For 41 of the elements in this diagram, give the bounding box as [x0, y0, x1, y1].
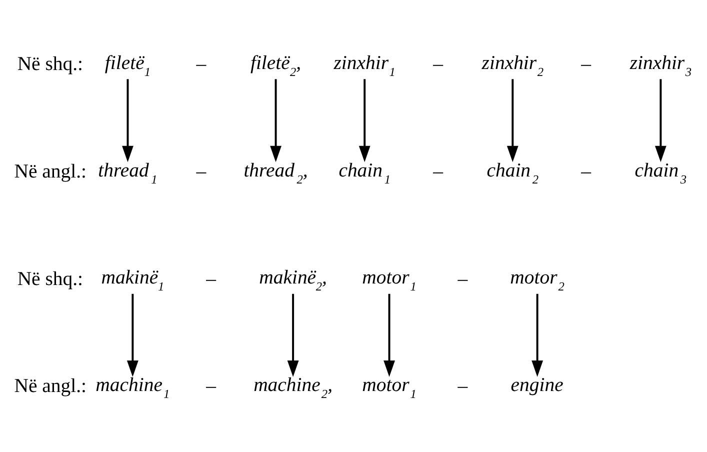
node-text: filetë$_{1}$	[104, 51, 151, 78]
node-text: thread$_{2}$,	[244, 158, 308, 186]
label: –	[196, 160, 206, 182]
node-text: makinë$_{2}$,	[259, 266, 327, 294]
arrow	[270, 78, 282, 162]
label: –	[433, 52, 443, 75]
arrow	[287, 293, 299, 376]
node-text: motor$_{2}$	[510, 266, 564, 294]
label: –	[458, 374, 468, 397]
label: –	[581, 160, 591, 182]
label: Në shq.:	[17, 52, 84, 75]
arrow	[384, 293, 395, 376]
node-text: chain$_{1}$	[338, 158, 391, 186]
node-text: machine$_{2}$,	[254, 373, 333, 400]
label: Në angl.:	[14, 374, 87, 397]
label: –	[581, 52, 591, 75]
node-text: chain$_{2}$	[486, 158, 539, 186]
node-text: thread$_{1}$	[98, 158, 158, 186]
node-text: machine$_{1}$	[96, 373, 170, 400]
node-text: zinxhir$_{1}$	[334, 51, 396, 78]
arrow	[654, 78, 666, 162]
node-text: motor$_{1}$	[362, 373, 416, 400]
label: Në shq.:	[17, 267, 84, 290]
node-text: zinxhir$_{3}$	[630, 51, 692, 78]
arrow	[506, 78, 518, 162]
node-text: motor$_{1}$	[362, 266, 416, 294]
node-text: makinë$_{1}$	[101, 266, 164, 294]
node-text: zinxhir$_{2}$	[482, 51, 544, 78]
label: Në angl.:	[14, 160, 87, 182]
label: –	[206, 374, 216, 397]
label: –	[196, 52, 206, 75]
arrow	[122, 78, 134, 162]
node-text: engine	[510, 373, 564, 396]
arrow	[126, 293, 138, 376]
arrow	[532, 293, 544, 376]
label: –	[458, 267, 468, 290]
node-text: filetë$_{2}$,	[250, 51, 302, 78]
label: –	[206, 267, 216, 290]
node-text: chain$_{3}$	[634, 158, 687, 186]
arrow	[358, 78, 370, 162]
label: –	[433, 160, 443, 182]
